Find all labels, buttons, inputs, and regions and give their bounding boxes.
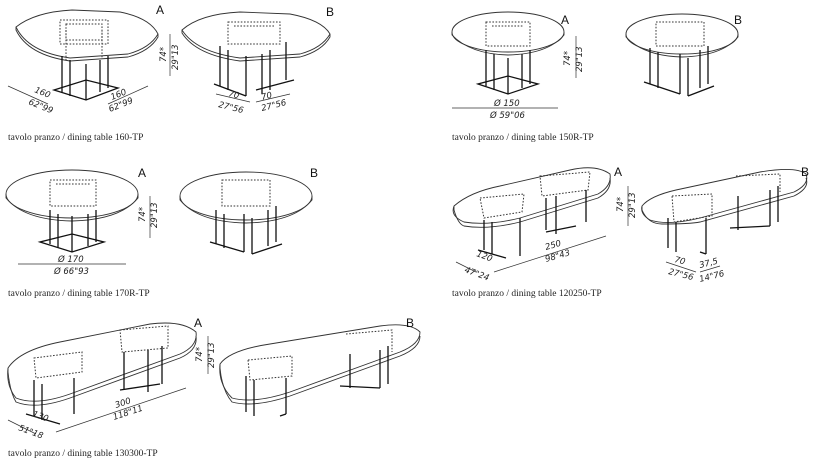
table-120250-tp-leg-offset-in: 27"56 [667,267,695,283]
table-170r-tp-label-a: A [138,166,146,180]
table-150r-tp-label-a: A [561,13,569,27]
table-160-tp-label-b: B [326,5,334,19]
table-160-tp-leg-offset-cm: 70 [227,89,240,101]
table-120250-tp-leg-offset-cm: 70 [673,255,686,267]
table-150r-tp-diameter-in: Ø 59"06 [489,110,526,121]
table-160-tp-leg-offset-in: 27"56 [217,100,245,116]
table-120250-tp-depth-in: 47"24 [463,265,490,283]
table-170r-tp: A 74* 29"13 Ø 170 Ø 66"93 B tavolo pranz… [5,166,318,299]
table-150r-tp-variant-a-drawing [451,11,565,95]
table-120250-tp-height-in: 29"13 [628,192,638,218]
table-120250-tp-depth-line [455,261,477,273]
table-120250-tp-height-cm: 74* [616,197,626,212]
table-160-tp-height-cm: 74* [159,47,169,62]
table-130300-tp-label-b: B [406,316,414,330]
table-160-tp-variant-a-drawing [15,9,159,101]
table-120250-tp-leg-inset-cm: 37,5 [698,257,719,271]
table-130300-tp-width-line [55,387,187,433]
table-170r-tp-caption: tavolo pranzo / dining table 170R-TP [8,289,150,299]
table-150r-tp-diameter-cm: Ø 150 [493,98,520,109]
table-160-tp-caption: tavolo pranzo / dining table 160-TP [8,133,143,143]
table-130300-tp-caption: tavolo pranzo / dining table 130300-TP [8,449,158,459]
table-130300-tp-variant-a-drawing [7,322,197,425]
table-130300-tp: A 74* 29"13 130 51"18 300 118"11 B tavol… [7,316,421,459]
table-130300-tp-label-a: A [194,316,202,330]
table-120250-tp: A 74* 29"13 120 47"24 250 98"43 B 70 27"… [452,165,809,299]
table-160-tp-height-in: 29"13 [171,44,181,70]
table-170r-tp-height-cm: 74* [138,207,148,222]
table-120250-tp-width-line [493,235,607,273]
table-130300-tp-width-cm: 300 [114,396,133,411]
table-120250-tp-depth-cm: 120 [475,249,494,264]
table-150r-tp: A 74* 29"13 Ø 150 Ø 59"06 B tavolo pranz… [451,11,742,143]
table-120250-tp-variant-a-drawing [452,167,611,259]
table-160-tp-leg-offset2-cm: 70 [260,91,273,103]
table-170r-tp-height-in: 29"13 [150,202,160,228]
table-120250-tp-caption: tavolo pranzo / dining table 120250-TP [452,289,602,299]
table-120250-tp-label-a: A [614,165,622,179]
table-170r-tp-label-b: B [310,166,318,180]
table-130300-tp-height-cm: 74* [195,347,205,362]
table-130300-tp-variant-b-drawing [219,324,421,417]
table-150r-tp-height-cm: 74* [563,51,573,66]
table-170r-tp-variant-b-drawing [179,171,313,255]
table-120250-tp-variant-b-drawing [641,169,808,255]
table-160-tp: A 74* 29"13 160 62"99 160 62"99 B 70 27"… [7,3,334,143]
table-130300-tp-height-in: 29"13 [207,342,217,368]
table-150r-tp-variant-b-drawing [625,13,739,97]
table-120250-tp-width-cm: 250 [544,239,562,253]
table-130300-tp-depth-line [7,419,37,435]
table-160-tp-b-dimension-lines [215,93,291,103]
table-150r-tp-caption: tavolo pranzo / dining table 150R-TP [452,133,594,143]
table-120250-tp-b-dimension-lines [665,261,721,273]
table-150r-tp-label-b: B [734,13,742,27]
table-170r-tp-diameter-in: Ø 66"93 [53,266,89,277]
table-170r-tp-variant-a-drawing [5,169,139,253]
table-160-tp-label-a: A [156,3,164,17]
table-130300-tp-depth-cm: 130 [31,409,50,424]
table-130300-tp-depth-in: 51"18 [17,423,45,441]
table-170r-tp-diameter-cm: Ø 170 [57,254,84,265]
table-160-tp-variant-b-drawing [181,11,331,97]
table-150r-tp-height-in: 29"13 [575,46,585,72]
table-160-tp-dimension-lines [7,34,171,105]
table-120250-tp-label-b: B [801,165,809,179]
